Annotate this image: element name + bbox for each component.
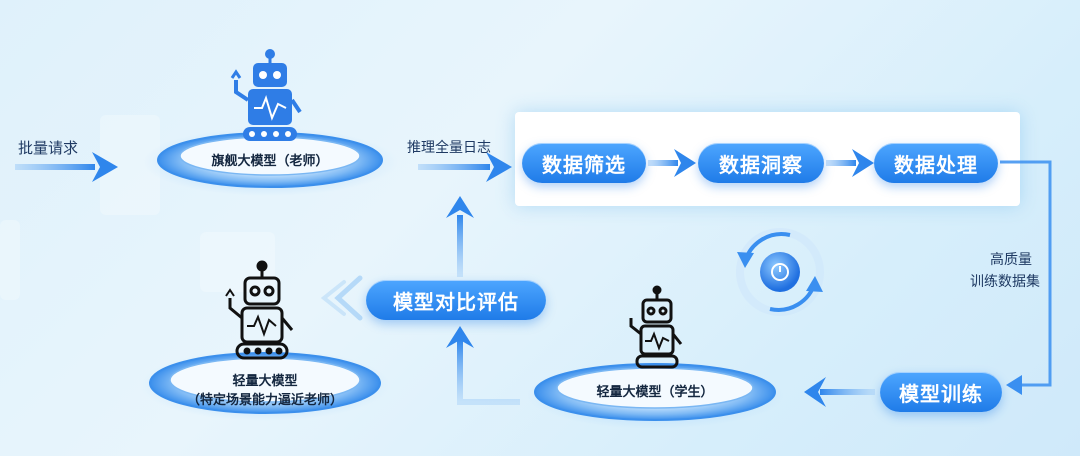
student-robot-icon (629, 285, 683, 369)
final-label-line2: （特定场景能力逼近老师） (186, 393, 343, 408)
student-platform (527, 361, 783, 429)
dataset-label-line1: 高质量 (990, 252, 1032, 268)
batch-request-label: 批量请求 (18, 139, 79, 157)
refresh-cycle-icon (736, 228, 824, 316)
final-robot-icon (225, 260, 294, 360)
dataset-flow-arrow (1000, 160, 1052, 395)
step-data-process: 数据处理 (874, 143, 998, 183)
pipeline-arrow-1 (648, 149, 696, 177)
log-label: 推理全量日志 (407, 140, 491, 156)
step-model-evaluate: 模型对比评估 (366, 280, 546, 320)
step-data-insight: 数据洞察 (698, 143, 824, 183)
bg-tile (0, 220, 20, 300)
pipeline-arrow-2 (826, 149, 874, 177)
log-arrow (418, 152, 512, 182)
evaluate-to-log-arrow (446, 196, 474, 277)
train-to-student-arrow (804, 377, 875, 407)
batch-request-arrow (15, 152, 118, 182)
student-label: 轻量大模型（学生） (596, 385, 714, 400)
teacher-label: 旗舰大模型（老师） (211, 154, 329, 169)
final-label-line1: 轻量大模型 (232, 374, 298, 389)
evaluate-to-final-arrow (320, 275, 363, 321)
step-data-filter: 数据筛选 (522, 143, 646, 183)
teacher-robot-icon (230, 49, 302, 141)
final-platform (140, 349, 390, 421)
student-to-evaluate-arrow (446, 326, 520, 405)
teacher-platform (142, 128, 398, 196)
dataset-label-line2: 训练数据集 (970, 274, 1040, 290)
step-model-train: 模型训练 (880, 372, 1002, 412)
